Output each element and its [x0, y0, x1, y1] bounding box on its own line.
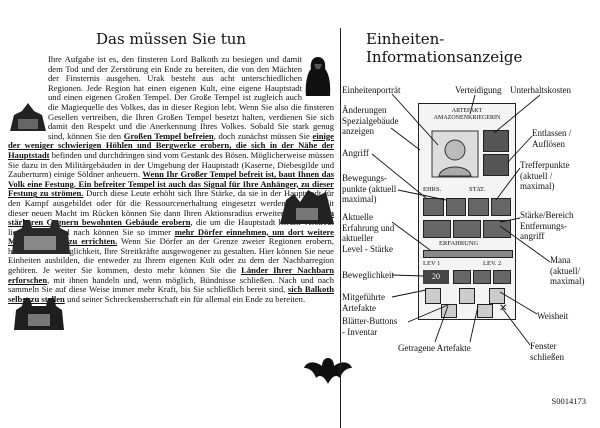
carried-artifact-slot[interactable]	[425, 288, 441, 304]
label-upkeep: Unterhaltskosten	[510, 85, 571, 95]
attack-stat	[423, 198, 444, 216]
label-movement: Bewegungs- punkte (aktuell maximal)	[342, 173, 397, 204]
panel-header: ARTEFAKT AMAZONENKRIEGERIN	[433, 108, 501, 121]
mobility-value: 20	[423, 270, 449, 284]
castle-illustration	[14, 298, 64, 330]
document-code: S0014173	[551, 396, 586, 406]
unit-info-panel: ARTEFAKT AMAZONENKRIEGERIN EHRS. STAT. E…	[418, 103, 516, 320]
strength-stat	[423, 220, 451, 238]
mana-stat	[483, 220, 511, 238]
worn-artifact-slot[interactable]	[477, 304, 493, 318]
label-changes: Änderungen Spezialgebäude anzeigen	[342, 105, 399, 136]
label-carried: Mitgeführte Artefakte	[342, 292, 385, 313]
worn-artifact-slot[interactable]	[441, 304, 457, 318]
label-mobility: Beweglichkeit	[342, 270, 394, 280]
label-mana: Mana (aktuell/ maximal)	[550, 255, 585, 286]
stat-box	[453, 270, 471, 284]
stat-box	[473, 270, 491, 284]
ruins-illustration	[280, 190, 334, 224]
close-window-icon[interactable]: ✕	[499, 303, 508, 314]
bat-creature-illustration	[304, 358, 352, 384]
label-hitpoints: Trefferpunkte (aktuell / maximal)	[520, 160, 570, 191]
hitpoints-stat	[468, 198, 489, 216]
carried-artifact-slot[interactable]	[459, 288, 475, 304]
stat-label: STAT.	[469, 186, 486, 193]
label-close: Fenster schließen	[530, 341, 564, 362]
cloaked-figure-illustration	[305, 57, 331, 96]
stats-row-3	[453, 270, 511, 284]
range-stat	[453, 220, 481, 238]
label-worn-artifacts: Getragene Artefakte	[398, 343, 471, 353]
section-title-unit-info: Einheiten-Informationsanzeige	[366, 30, 523, 66]
label-wisdom: Weisheit	[537, 311, 569, 321]
dismiss-button[interactable]	[483, 154, 509, 176]
label-dismiss: Entlassen / Auflösen	[532, 128, 572, 149]
section-title-tasks: Das müssen Sie tun	[96, 30, 247, 48]
label-strength: Stärke/Bereich Entfernungs- angriff	[520, 210, 574, 241]
stats-row-1	[423, 198, 511, 216]
label-portrait: Einheitenporträt	[342, 85, 401, 95]
ehrs-label: EHRS.	[423, 186, 442, 193]
fortress-illustration	[12, 220, 70, 254]
movement-stat	[490, 198, 511, 216]
level-next: LEV. 2	[483, 260, 502, 267]
wisdom-slot	[489, 288, 505, 304]
stat-box	[493, 270, 511, 284]
temple-illustration	[10, 103, 46, 131]
label-defense: Verteidigung	[455, 85, 502, 95]
level-current: LEV 1	[423, 260, 441, 267]
column-divider	[340, 28, 341, 428]
label-experience: Aktuelle Erfahrung und aktueller Level -…	[342, 212, 395, 254]
label-attack: Angriff	[342, 148, 369, 158]
defense-stat	[445, 198, 466, 216]
upkeep-slot[interactable]	[483, 130, 509, 152]
tasks-body-text: Ihre Aufgabe ist es, den finsteren Lord …	[8, 54, 335, 304]
experience-bar	[423, 250, 513, 258]
label-inventory: Blätter-Buttons - Inventar	[342, 316, 398, 337]
unit-portrait[interactable]	[431, 130, 479, 178]
stats-row-2	[423, 220, 511, 238]
erfahrung-label: ERFAHRUNG	[439, 240, 479, 247]
